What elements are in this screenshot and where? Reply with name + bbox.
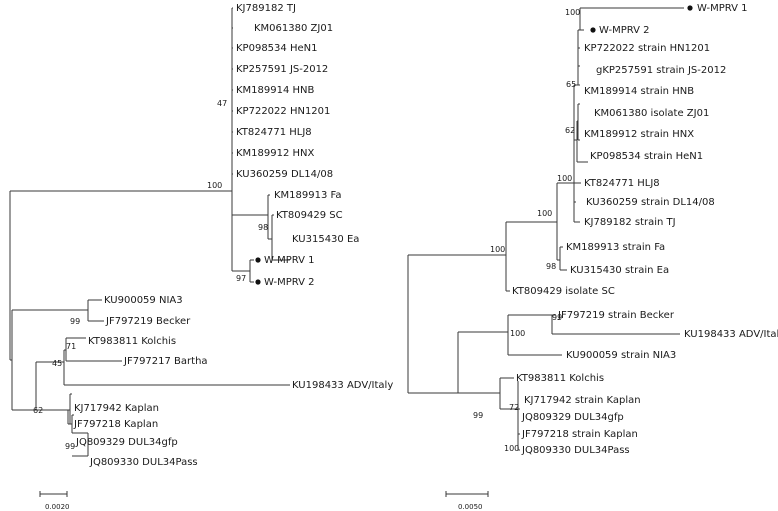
bootstrap-value: 98 (258, 223, 268, 232)
bootstrap-value: 99 (473, 411, 483, 420)
bootstrap-value: 98 (546, 262, 556, 271)
tip-label: KU900059 NIA3 (104, 295, 183, 306)
tip-label: KT824771 HLJ8 (236, 127, 312, 138)
tip-label: JF797218 strain Kaplan (521, 429, 638, 440)
tip-label: KU198433 ADV/Italy (292, 380, 393, 391)
tip-label: KM189912 HNX (236, 148, 315, 159)
tip-label: KU315430 Ea (292, 234, 359, 245)
tip-label: KT809429 SC (276, 210, 343, 221)
tip-label: JF797217 Bartha (123, 356, 208, 367)
marker-dot-icon (255, 257, 261, 263)
tip-label: KU900059 strain NIA3 (566, 350, 676, 361)
left-tree-branches (9, 7, 290, 457)
bootstrap-value: 99 (552, 313, 562, 322)
tip-label: gKP257591 strain JS-2012 (596, 65, 726, 76)
tip-label: KT983811 Kolchis (516, 373, 604, 384)
tip-label: KM189914 HNB (236, 85, 315, 96)
marker-dot-icon (687, 5, 693, 11)
bootstrap-value: 100 (504, 444, 519, 453)
tip-label: JF797218 Kaplan (73, 419, 158, 430)
right-tree-bootstrap-values: 100 65 62 100 100 98 100 99 100 72 99 10… (473, 8, 580, 453)
tip-label: KT824771 HLJ8 (584, 178, 660, 189)
bootstrap-value: 100 (565, 8, 580, 17)
bootstrap-value: 100 (537, 209, 552, 218)
right-scale-bar: 0.0050 (445, 491, 489, 511)
tip-label: KU315430 strain Ea (570, 265, 669, 276)
tip-label: W-MPRV 2 (264, 277, 315, 288)
scale-bar-label: 0.0050 (458, 503, 483, 511)
bootstrap-value: 97 (236, 274, 246, 283)
bootstrap-value: 71 (66, 342, 76, 351)
bootstrap-value: 72 (509, 403, 519, 412)
tip-label: KM189913 strain Fa (566, 242, 665, 253)
right-tree: W-MPRV 1 W-MPRV 2 KP722022 strain HN1201… (407, 3, 778, 511)
left-tree-tip-labels: KJ789182 TJ KM061380 ZJ01 KP098534 HeN1 … (73, 3, 393, 468)
bootstrap-value: 100 (490, 245, 505, 254)
tip-label: KJ789182 strain TJ (584, 217, 676, 228)
tip-label: KM189913 Fa (274, 190, 342, 201)
tip-label: KT809429 isolate SC (512, 286, 615, 297)
tip-label: JQ809330 DUL34Pass (521, 445, 630, 456)
bootstrap-value: 99 (70, 317, 80, 326)
bootstrap-value: 47 (217, 99, 227, 108)
right-tree-tip-labels: W-MPRV 1 W-MPRV 2 KP722022 strain HN1201… (512, 3, 778, 456)
scale-bar-label: 0.0020 (45, 503, 70, 511)
tip-label: KJ717942 Kaplan (74, 403, 159, 414)
tip-label: KU360259 strain DL14/08 (586, 197, 715, 208)
tip-label: KP257591 JS-2012 (236, 64, 328, 75)
tip-label: KJ789182 TJ (236, 3, 296, 14)
bootstrap-value: 99 (65, 442, 75, 451)
tip-label: KJ717942 strain Kaplan (524, 395, 641, 406)
tip-label: KM061380 ZJ01 (254, 23, 333, 34)
bootstrap-value: 100 (207, 181, 222, 190)
tip-label: KU360259 DL14/08 (236, 169, 333, 180)
tip-label: JQ809329 DUL34gfp (521, 412, 624, 423)
tip-label: KT983811 Kolchis (88, 336, 176, 347)
tip-label: W-MPRV 1 (697, 3, 748, 14)
tip-label: KP722022 HN1201 (236, 106, 330, 117)
bootstrap-value: 62 (33, 406, 43, 415)
tip-label: KU198433 ADV/Italy (684, 329, 778, 340)
tip-label: JQ809329 DUL34gfp (75, 437, 178, 448)
tip-label: KP722022 strain HN1201 (584, 43, 710, 54)
left-tree: KJ789182 TJ KM061380 ZJ01 KP098534 HeN1 … (9, 3, 393, 511)
right-tree-branches (407, 7, 684, 451)
left-scale-bar: 0.0020 (39, 491, 70, 511)
tip-label: KP098534 strain HeN1 (590, 151, 703, 162)
tip-label: JF797219 Becker (105, 316, 191, 327)
tip-label: W-MPRV 2 (599, 25, 650, 36)
tip-label: KM189914 strain HNB (584, 86, 694, 97)
tip-label: KM189912 strain HNX (584, 129, 694, 140)
marker-dot-icon (255, 279, 261, 285)
tip-label: W-MPRV 1 (264, 255, 315, 266)
left-tree-bootstrap-values: 47 100 98 97 99 71 45 62 99 (33, 99, 268, 451)
tip-label: JQ809330 DUL34Pass (89, 457, 198, 468)
bootstrap-value: 62 (565, 126, 575, 135)
tip-label: JF797219 strain Becker (557, 310, 675, 321)
bootstrap-value: 65 (566, 80, 576, 89)
tip-label: KM061380 isolate ZJ01 (594, 108, 709, 119)
bootstrap-value: 100 (510, 329, 525, 338)
bootstrap-value: 45 (52, 359, 62, 368)
bootstrap-value: 100 (557, 174, 572, 183)
tip-label: KP098534 HeN1 (236, 43, 317, 54)
marker-dot-icon (590, 27, 596, 33)
